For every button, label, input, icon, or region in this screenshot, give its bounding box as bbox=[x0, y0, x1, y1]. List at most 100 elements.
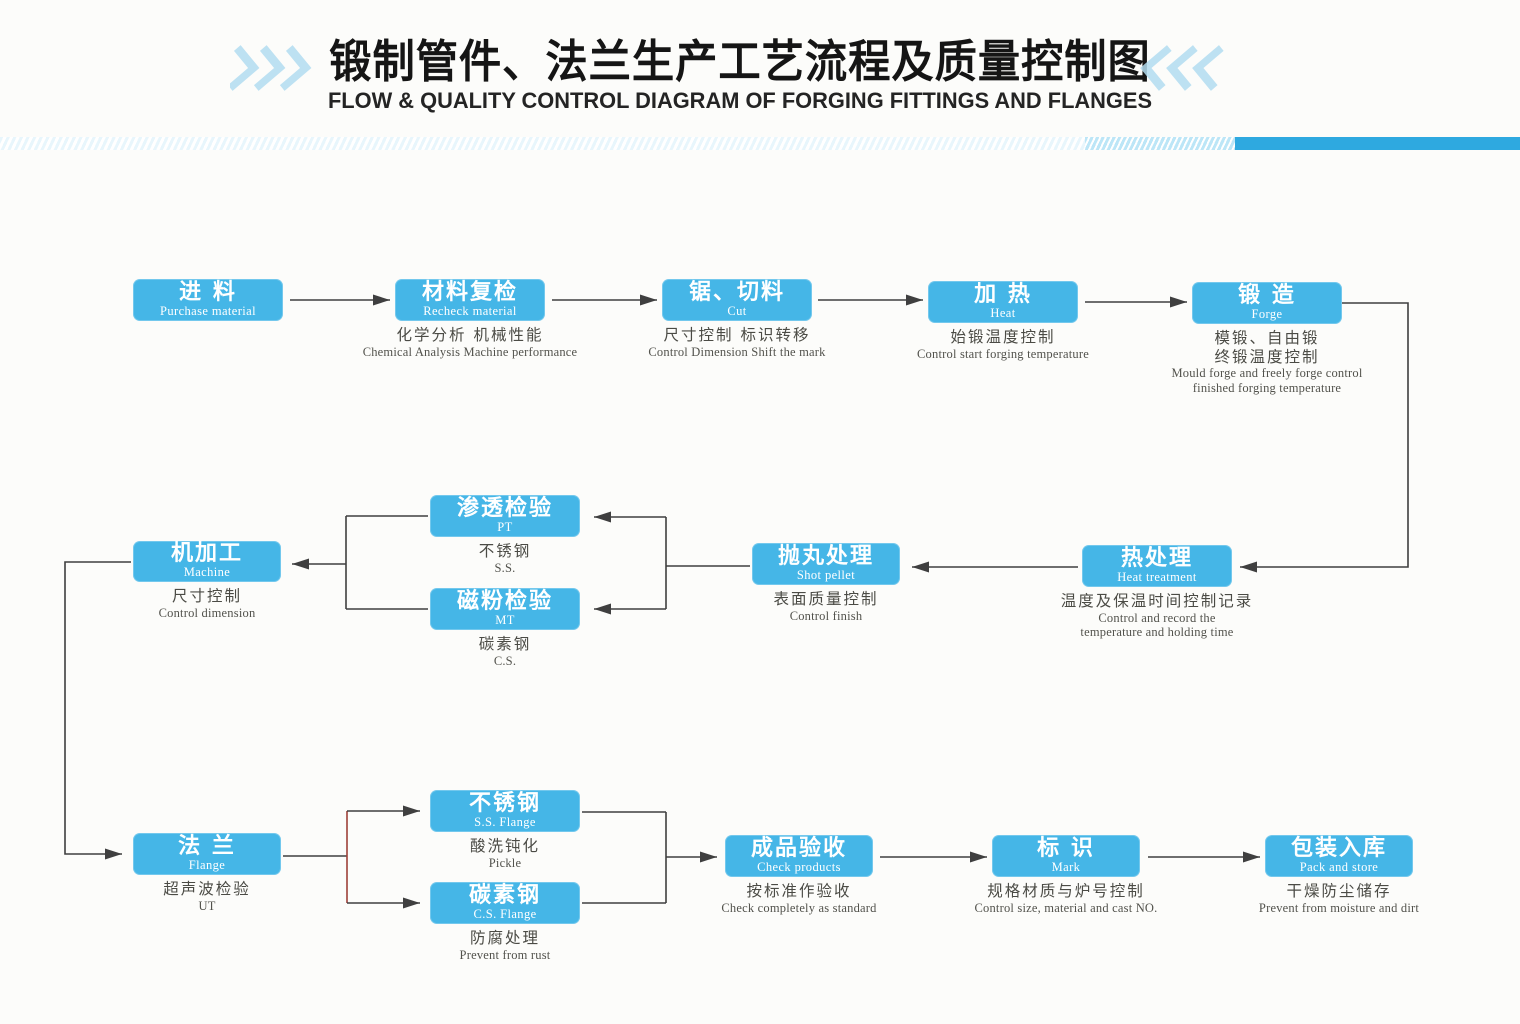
node-label-zh: 磁粉检验 bbox=[456, 588, 553, 614]
arrowhead-mark-to-pack bbox=[1243, 851, 1260, 863]
note-zh: 防腐处理 bbox=[469, 929, 541, 947]
note-en: Pickle bbox=[488, 855, 522, 870]
node-label-zh: 加 热 bbox=[974, 281, 1032, 307]
node-label-en: Shot pellet bbox=[796, 567, 856, 582]
node-label-en: MT bbox=[495, 612, 515, 627]
node-label-zh: 不锈钢 bbox=[468, 790, 541, 816]
node-label-en: S.S. Flange bbox=[474, 814, 536, 829]
node-label-zh: 渗透检验 bbox=[456, 495, 553, 521]
note-zh: 按标准作验收 bbox=[746, 882, 852, 900]
note-en: Prevent from rust bbox=[459, 947, 551, 962]
note-en: Check completely as standard bbox=[721, 900, 877, 915]
header-band bbox=[0, 137, 1235, 150]
note-en: Chemical Analysis Machine performance bbox=[362, 344, 578, 359]
chevrons-left-icon bbox=[230, 45, 312, 91]
node-label-en: Pack and store bbox=[1299, 859, 1379, 874]
note-en: Control finish bbox=[789, 608, 863, 623]
node-label-zh: 标 识 bbox=[1037, 835, 1095, 861]
arrowhead-machine-to-flange bbox=[105, 848, 122, 860]
node-label-en: Heat treatment bbox=[1117, 569, 1197, 584]
arrowhead-split-to-pt bbox=[594, 511, 611, 523]
node-label-en: Cut bbox=[727, 303, 747, 318]
node-label-zh: 成品验收 bbox=[750, 835, 847, 861]
note-zh: 模锻、自由锻 终锻温度控制 bbox=[1214, 329, 1320, 366]
note-zh: 规格材质与炉号控制 bbox=[987, 882, 1145, 900]
note-zh: 表面质量控制 bbox=[773, 590, 879, 608]
arrowhead-purchase-to-recheck bbox=[373, 294, 390, 306]
note-en: S.S. bbox=[494, 560, 516, 575]
header-band-accent bbox=[1235, 137, 1520, 150]
note-zh: 不锈钢 bbox=[478, 542, 532, 560]
note-zh: 尺寸控制 标识转移 bbox=[663, 326, 811, 344]
node-label-zh: 锻 造 bbox=[1238, 282, 1296, 308]
note-en: Prevent from moisture and dirt bbox=[1258, 900, 1420, 915]
arrowhead-forge-to-heat-treatment bbox=[1240, 561, 1257, 573]
page-subtitle: FLOW & QUALITY CONTROL DIAGRAM OF FORGIN… bbox=[327, 87, 1153, 113]
node-label-en: Check products bbox=[757, 859, 841, 874]
node-label-en: Machine bbox=[183, 565, 231, 580]
arrowhead-merge-to-machine bbox=[292, 558, 309, 570]
node-label-zh: 碳素钢 bbox=[468, 882, 541, 908]
header-band-hatch bbox=[1085, 137, 1235, 150]
node-label-zh: 进 料 bbox=[179, 279, 237, 305]
note-zh: 尺寸控制 bbox=[171, 587, 242, 605]
note-zh: 温度及保温时间控制记录 bbox=[1060, 592, 1254, 610]
node-label-en: C.S. Flange bbox=[473, 906, 537, 921]
note-zh: 超声波检验 bbox=[163, 880, 251, 898]
note-en: Control start forging temperature bbox=[917, 346, 1089, 361]
note-zh: 干燥防尘储存 bbox=[1286, 882, 1392, 900]
arrowhead-split-to-ss-flange bbox=[403, 805, 420, 817]
node-label-en: Forge bbox=[1251, 306, 1283, 321]
note-zh: 酸洗钝化 bbox=[469, 837, 541, 855]
chevrons-right-icon bbox=[1140, 45, 1224, 91]
note-en: UT bbox=[198, 898, 216, 913]
arrowhead-check-to-mark bbox=[970, 851, 987, 863]
node-label-en: Purchase material bbox=[160, 303, 256, 318]
note-zh: 化学分析 机械性能 bbox=[396, 326, 544, 344]
arrowhead-recheck-to-cut bbox=[640, 294, 657, 306]
arrowhead-heat-treatment-to-shot-pellet bbox=[912, 561, 929, 573]
note-en: Control dimension bbox=[158, 605, 256, 620]
note-en: Control Dimension Shift the mark bbox=[648, 344, 826, 359]
node-label-en: Flange bbox=[188, 857, 226, 872]
arrowhead-heat-to-forge bbox=[1170, 296, 1187, 308]
note-en: Mould forge and freely forge control fin… bbox=[1171, 366, 1363, 395]
node-label-en: PT bbox=[497, 519, 513, 534]
note-en: Control and record the temperature and h… bbox=[1080, 610, 1234, 640]
node-label-en: Mark bbox=[1051, 859, 1081, 874]
node-label-en: Recheck material bbox=[423, 303, 517, 318]
node-label-zh: 包装入库 bbox=[1290, 835, 1387, 861]
note-en: Control size, material and cast NO. bbox=[974, 900, 1158, 915]
node-label-zh: 锯、切料 bbox=[688, 279, 785, 305]
node-label-zh: 材料复检 bbox=[421, 279, 518, 305]
page-header: 锻制管件、法兰生产工艺流程及质量控制图 FLOW & QUALITY CONTR… bbox=[303, 37, 1177, 113]
note-zh: 碳素钢 bbox=[478, 635, 532, 653]
